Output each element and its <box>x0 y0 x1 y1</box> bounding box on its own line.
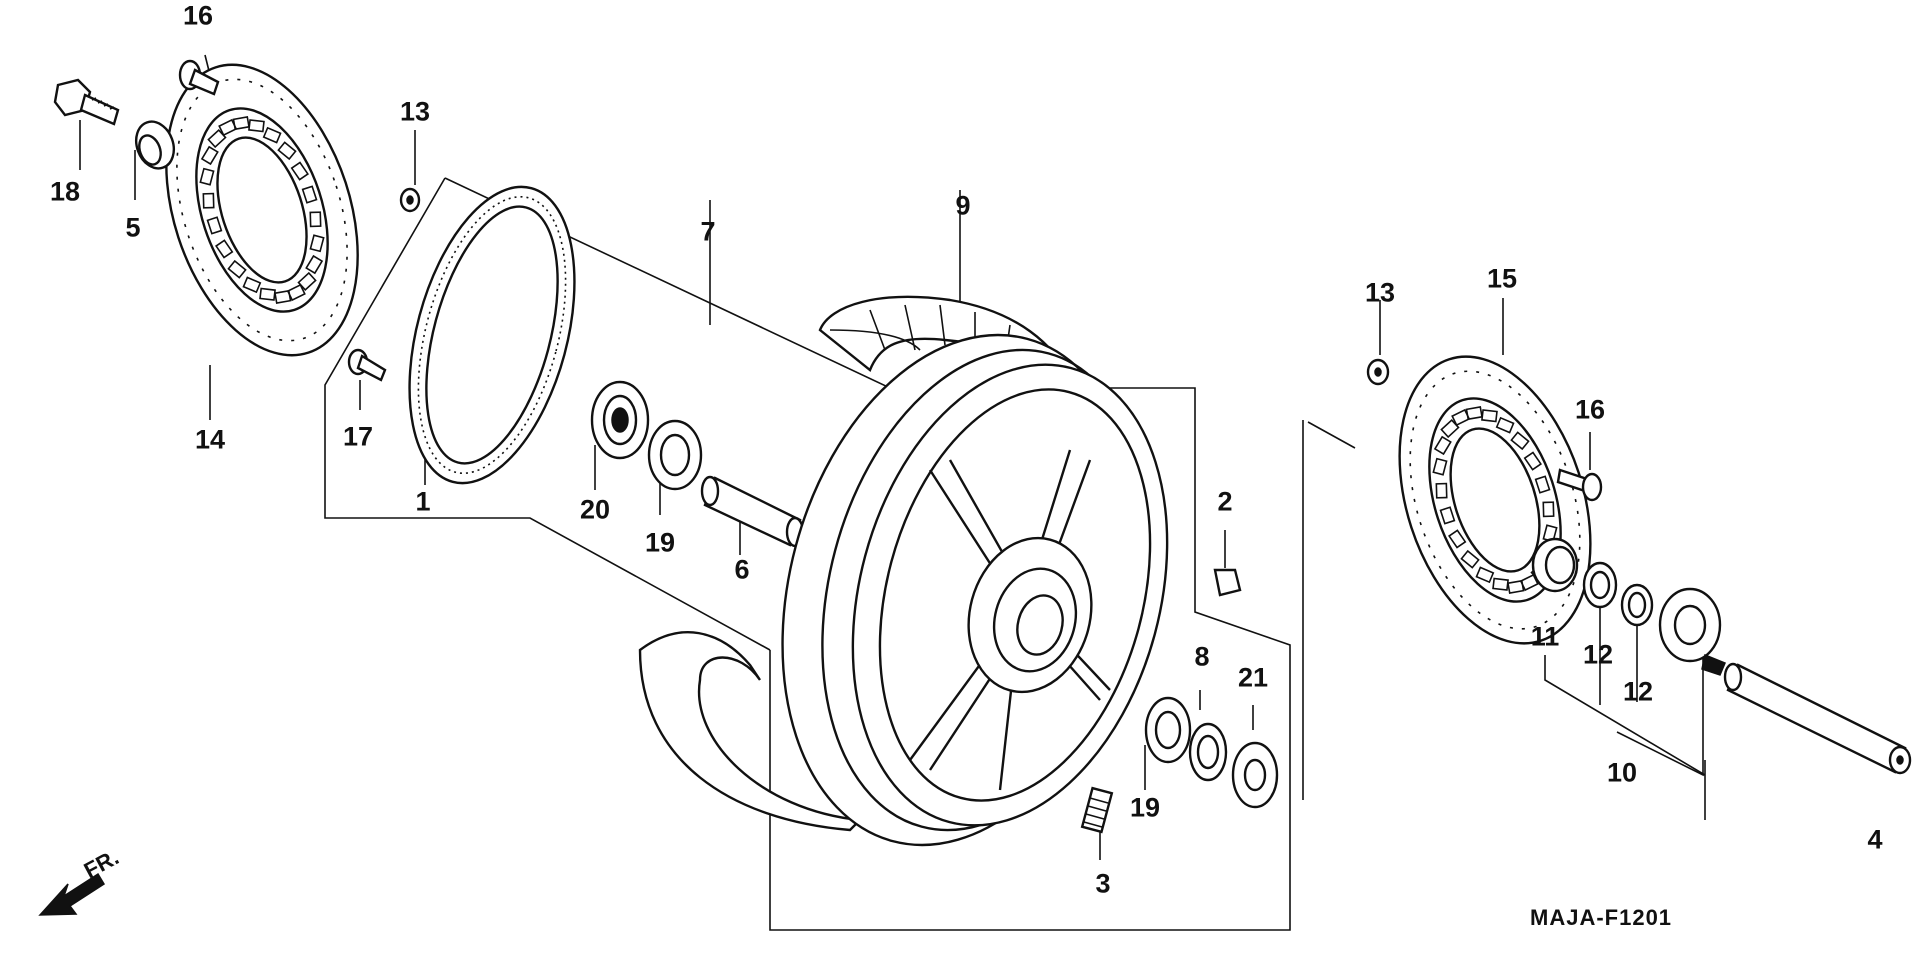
vent-slot <box>1475 566 1495 584</box>
part-label-8: 8 <box>1194 641 1210 672</box>
vent-slot <box>242 276 262 294</box>
retainer-8 <box>1188 722 1228 782</box>
part-label-15: 15 <box>1486 263 1518 294</box>
dust-seal-21 <box>1231 741 1279 809</box>
left-brake-disc <box>165 63 359 357</box>
part-label-14: 14 <box>194 424 226 455</box>
vent-slot <box>301 185 318 204</box>
gear-11 <box>1531 537 1579 593</box>
part-label-13-right: 13 <box>1364 277 1396 308</box>
vent-slot <box>1523 451 1542 471</box>
part-label-4: 4 <box>1867 824 1883 855</box>
part-label-13-left: 13 <box>399 96 431 127</box>
vent-slot <box>297 271 317 291</box>
vent-slot <box>274 289 292 304</box>
bearing-20 <box>590 380 650 460</box>
vent-slot <box>215 239 234 259</box>
wheel-rim <box>781 333 1169 847</box>
part-label-11: 11 <box>1530 621 1560 652</box>
vent-slot <box>1448 529 1467 549</box>
vent-slot <box>309 211 322 228</box>
vent-slot <box>1510 431 1530 451</box>
washer-12-b <box>1620 583 1654 627</box>
vent-slot <box>1435 482 1448 499</box>
part-label-16-left: 16 <box>182 0 214 31</box>
vent-slot <box>1495 416 1515 434</box>
valve-stem <box>1080 786 1114 834</box>
part-label-19-right: 19 <box>1129 792 1161 823</box>
vent-slot <box>1433 435 1452 456</box>
bolt-16-left <box>178 59 220 96</box>
right-brake-disc <box>1398 355 1592 645</box>
part-label-17: 17 <box>342 421 374 452</box>
part-label-16-right: 16 <box>1574 394 1606 425</box>
washer-12-a <box>1582 561 1618 609</box>
part-label-5: 5 <box>125 212 141 243</box>
washer-13-left <box>399 187 421 213</box>
vent-slot <box>248 119 265 133</box>
vent-slot <box>1481 409 1498 423</box>
bearing-19-left <box>647 419 703 491</box>
vent-slot <box>232 116 250 131</box>
vent-slot <box>277 141 297 161</box>
part-label-12-b: 12 <box>1622 676 1654 707</box>
part-label-1: 1 <box>415 486 431 517</box>
bolt-17 <box>347 348 387 382</box>
left-disc-vent-slots <box>199 116 325 304</box>
collar-5 <box>134 120 176 170</box>
part-label-20: 20 <box>579 494 611 525</box>
part-label-2: 2 <box>1217 486 1233 517</box>
part-label-18: 18 <box>49 176 81 207</box>
clip-2 <box>1213 568 1242 597</box>
vent-slot <box>309 234 325 253</box>
part-label-3: 3 <box>1095 868 1111 899</box>
vent-slot <box>305 254 324 275</box>
bolt-16-right <box>1556 468 1603 502</box>
gearbox-10 <box>1658 587 1726 676</box>
tire-lower-section <box>638 631 863 832</box>
vent-slot <box>1542 501 1555 518</box>
diagram-code: MAJA-F1201 <box>1530 905 1673 930</box>
vent-slot <box>206 216 223 235</box>
vent-slot <box>1439 506 1456 525</box>
bolt-18 <box>53 78 120 126</box>
vent-slot <box>200 145 219 166</box>
part-label-10: 10 <box>1606 757 1638 788</box>
vent-slot <box>1534 475 1551 494</box>
part-label-7: 7 <box>700 216 716 247</box>
leader-lines <box>79 54 1706 931</box>
distance-collar-6 <box>700 475 805 548</box>
axle-4 <box>1723 662 1912 775</box>
vent-slot <box>259 287 276 301</box>
part-label-19-left: 19 <box>644 527 676 558</box>
vent-slot <box>1440 419 1460 439</box>
part-label-6: 6 <box>734 554 750 585</box>
vent-slot <box>199 167 215 186</box>
part-label-21: 21 <box>1237 662 1269 693</box>
vent-slot <box>1507 579 1525 594</box>
vent-slot <box>1465 406 1483 421</box>
front-direction-arrow <box>38 872 106 916</box>
part-label-12-a: 12 <box>1582 639 1614 670</box>
vent-slot <box>227 259 247 279</box>
pulser-ring <box>408 185 576 485</box>
right-disc-vent-slots <box>1432 406 1558 594</box>
vent-slot <box>1492 577 1509 591</box>
vent-slot <box>207 129 227 149</box>
vent-slot <box>1432 457 1448 476</box>
washer-13-right <box>1366 358 1390 386</box>
vent-slot <box>290 161 309 181</box>
part-label-9: 9 <box>955 190 971 221</box>
bearing-19-right <box>1144 696 1192 764</box>
vent-slot <box>262 126 282 144</box>
vent-slot <box>1460 549 1480 569</box>
vent-slot <box>202 192 215 209</box>
